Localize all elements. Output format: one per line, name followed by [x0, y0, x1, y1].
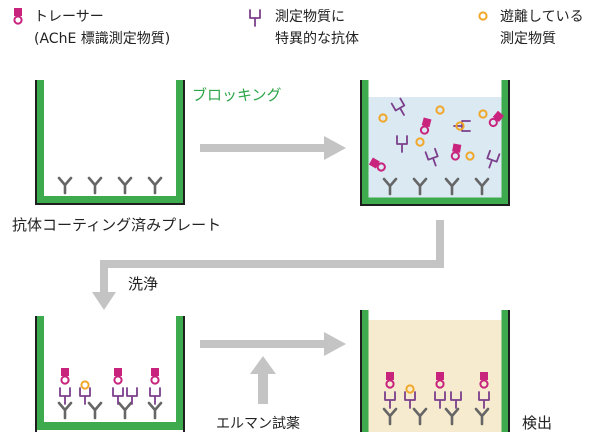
arrow-to-blocking	[200, 136, 346, 160]
legend-tracer-line1: トレーサー	[34, 9, 104, 25]
legend-antibody-line1: 測定物質に	[275, 9, 345, 25]
well-incubation	[360, 80, 510, 206]
detect-label: 検出	[522, 414, 552, 432]
arrow-wash	[92, 220, 444, 310]
analyte-ring-icon	[478, 11, 488, 21]
legend-tracer: トレーサー (AChE 標識測定物質)	[13, 7, 170, 47]
ellman-label: エルマン試薬	[216, 416, 300, 432]
well-washed	[35, 316, 185, 432]
wash-label: 洗浄	[128, 275, 158, 293]
legend-tracer-line2: (AChE 標識測定物質)	[34, 31, 170, 47]
tracer-icon	[13, 7, 23, 25]
antibody-icon	[249, 9, 261, 27]
plate-label: 抗体コーティング済みプレート	[12, 216, 221, 234]
arrow-ellman	[250, 356, 276, 404]
legend-analyte-line2: 測定物質	[500, 31, 556, 47]
arrow-to-detection	[200, 332, 346, 356]
well-coated	[35, 80, 185, 205]
well-detection	[360, 310, 510, 432]
legend-free-analyte: 遊離している 測定物質	[478, 8, 584, 47]
legend-antibody-line2: 特異的な抗体	[275, 31, 359, 47]
legend-analyte-line1: 遊離している	[500, 8, 584, 25]
legend-antibody: 測定物質に 特異的な抗体	[249, 9, 359, 47]
blocking-label: ブロッキング	[192, 86, 282, 104]
